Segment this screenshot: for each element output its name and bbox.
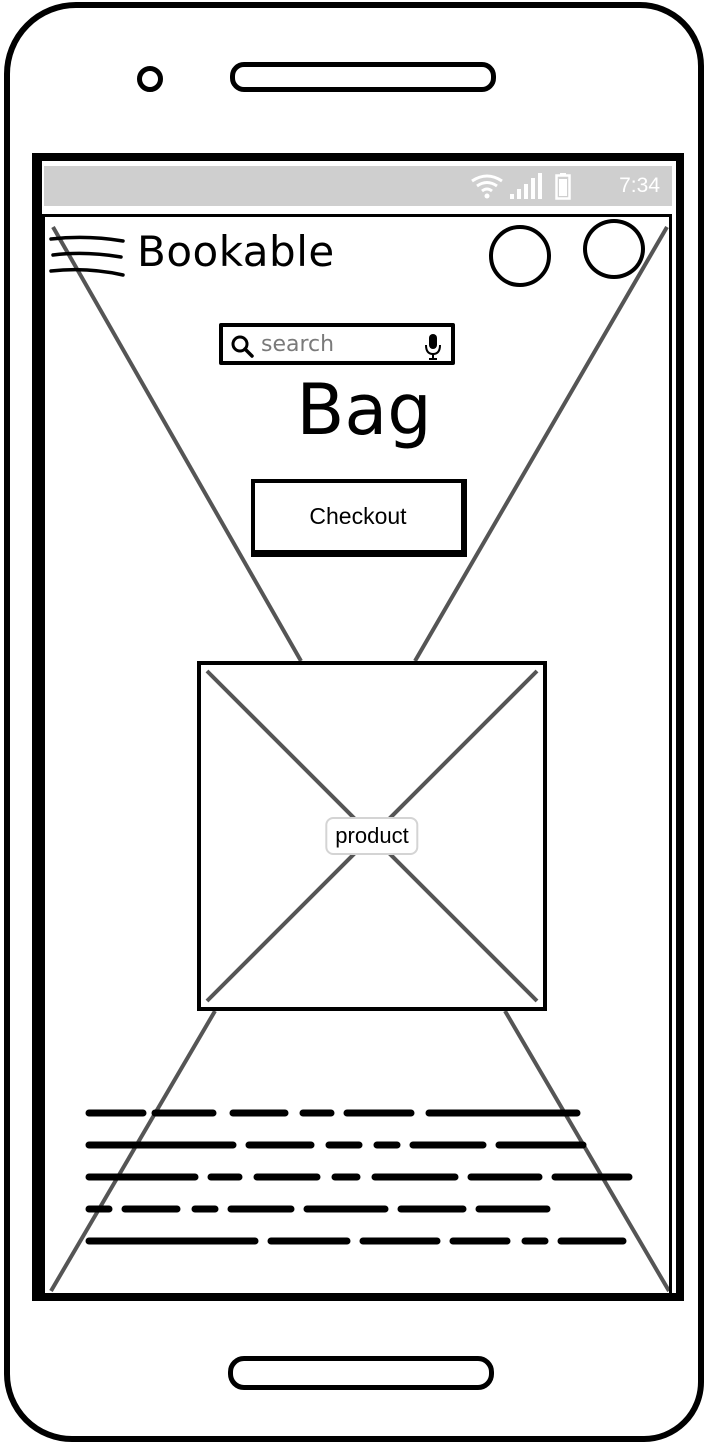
status-icons xyxy=(471,173,571,200)
product-image-label: product xyxy=(325,817,419,855)
microphone-icon[interactable] xyxy=(425,333,441,361)
description-scribble-text xyxy=(85,1109,633,1245)
search-input[interactable] xyxy=(261,331,411,357)
page-title: Bag xyxy=(296,369,432,451)
app-title: Bookable xyxy=(137,227,335,276)
product-image[interactable]: product xyxy=(197,661,547,1011)
app-content: Bookable Bag Checkout product xyxy=(42,214,672,1298)
hamburger-menu-icon[interactable] xyxy=(49,233,125,281)
status-bar: 7:34 xyxy=(44,166,672,206)
signal-icon xyxy=(510,173,542,199)
home-button[interactable] xyxy=(228,1356,494,1390)
status-time: 7:34 xyxy=(619,174,660,197)
search-bar xyxy=(219,323,455,365)
camera-icon xyxy=(137,66,163,92)
search-icon[interactable] xyxy=(231,335,255,359)
checkout-button[interactable]: Checkout xyxy=(251,479,467,557)
header-circle-button-2[interactable] xyxy=(583,219,645,279)
wifi-icon xyxy=(471,174,503,199)
header-circle-button-1[interactable] xyxy=(489,225,551,287)
speaker-grille xyxy=(230,62,496,92)
battery-icon xyxy=(555,173,571,200)
placeholder-cross-lines xyxy=(49,225,669,1293)
